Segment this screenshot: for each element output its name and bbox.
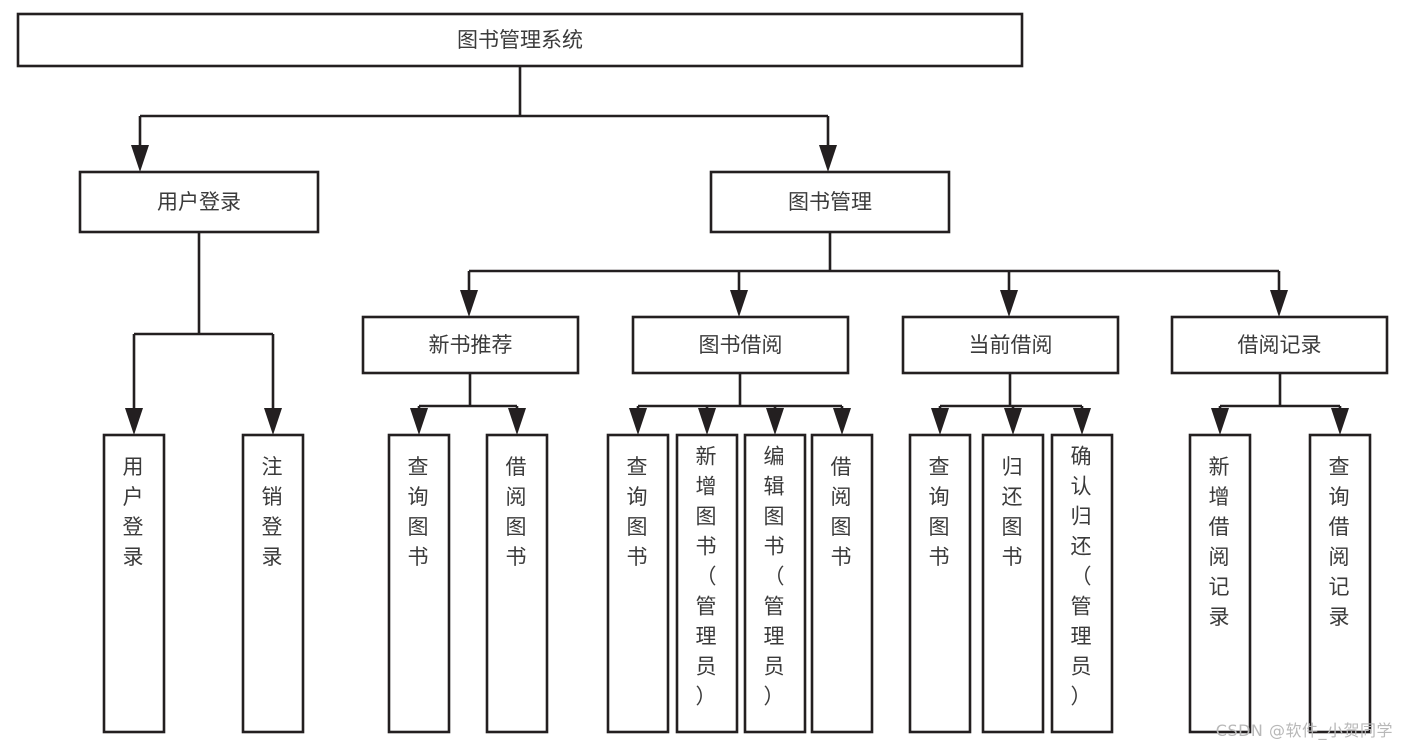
node-label-book-management: 图书管理 [788,190,872,214]
node-label-user-login: 用户登录 [157,190,241,214]
node-br-add-record[interactable]: 新增借阅记录 [1188,433,1252,734]
arrow-head-icon [1000,290,1018,317]
node-box-cb-query-book[interactable] [908,433,972,734]
node-box-cb-confirm-return[interactable] [1050,433,1114,734]
node-bb-borrow-book[interactable]: 借阅图书 [810,433,874,734]
node-cb-return-book[interactable]: 归还图书 [981,433,1045,734]
arrow-head-icon [629,408,647,435]
node-label-br-add-record: 新增借阅记录 [1209,455,1232,629]
arrow-head-icon [766,408,784,435]
node-label-bb-borrow-book: 借阅图书 [831,455,854,569]
node-label-nbr-borrow-book: 借阅图书 [506,455,529,569]
node-cb-query-book[interactable]: 查询图书 [908,433,972,734]
arrow-head-icon [1331,408,1349,435]
node-box-br-query-record[interactable] [1308,433,1372,734]
node-user-login[interactable]: 用户登录 [78,170,320,234]
node-label-bb-query-book: 查询图书 [627,455,650,569]
node-box-nbr-borrow-book[interactable] [485,433,549,734]
arrow-head-icon [125,408,143,435]
arrow-head-icon [1004,408,1022,435]
node-box-current-borrow[interactable] [901,315,1120,375]
node-label-new-book-recommend: 新书推荐 [429,333,513,357]
node-cb-confirm-return[interactable]: 确认归还（管理员） [1050,433,1114,734]
arrow-head-icon [1270,290,1288,317]
arrow-head-icon [819,145,837,172]
node-box-bb-edit-book[interactable] [743,433,807,734]
node-borrow-records[interactable]: 借阅记录 [1170,315,1389,375]
node-box-bb-borrow-book[interactable] [810,433,874,734]
node-label-book-borrow: 图书借阅 [699,333,783,357]
node-br-query-record[interactable]: 查询借阅记录 [1308,433,1372,734]
node-label-bb-add-book: 新增图书（管理员） [696,445,719,709]
node-box-borrow-records[interactable] [1170,315,1389,375]
node-box-user-logout-leaf[interactable] [241,433,305,734]
node-label-root: 图书管理系统 [457,28,583,52]
node-label-user-login-leaf: 用户登录 [123,455,146,569]
node-nbr-query-book[interactable]: 查询图书 [387,433,451,734]
node-box-br-add-record[interactable] [1188,433,1252,734]
node-label-user-logout-leaf: 注销登录 [262,455,285,569]
arrow-head-icon [1211,408,1229,435]
node-book-borrow[interactable]: 图书借阅 [631,315,850,375]
arrow-head-icon [1073,408,1091,435]
node-bb-add-book[interactable]: 新增图书（管理员） [675,433,739,734]
connector-layer [125,66,1349,435]
node-label-nbr-query-book: 查询图书 [408,455,431,569]
node-current-borrow[interactable]: 当前借阅 [901,315,1120,375]
node-bb-query-book[interactable]: 查询图书 [606,433,670,734]
arrow-head-icon [131,145,149,172]
node-bb-edit-book[interactable]: 编辑图书（管理员） [743,433,807,734]
node-box-user-login[interactable] [78,170,320,234]
arrow-head-icon [730,290,748,317]
node-layer: 图书管理系统用户登录用户登录注销登录图书管理新书推荐查询图书借阅图书图书借阅查询… [16,12,1389,734]
node-label-borrow-records: 借阅记录 [1238,333,1322,357]
arrow-head-icon [833,408,851,435]
node-label-cb-confirm-return: 确认归还（管理员） [1071,445,1094,709]
arrow-head-icon [264,408,282,435]
node-box-bb-add-book[interactable] [675,433,739,734]
node-box-user-login-leaf[interactable] [102,433,166,734]
node-new-book-recommend[interactable]: 新书推荐 [361,315,580,375]
node-box-new-book-recommend[interactable] [361,315,580,375]
node-label-current-borrow: 当前借阅 [969,333,1053,357]
arrow-head-icon [698,408,716,435]
arrow-head-icon [410,408,428,435]
node-box-root[interactable] [16,12,1024,68]
node-box-book-borrow[interactable] [631,315,850,375]
node-label-br-query-record: 查询借阅记录 [1329,455,1352,629]
arrow-head-icon [460,290,478,317]
node-label-bb-edit-book: 编辑图书（管理员） [764,445,787,709]
node-box-book-management[interactable] [709,170,951,234]
node-user-logout-leaf[interactable]: 注销登录 [241,433,305,734]
node-label-cb-query-book: 查询图书 [929,455,952,569]
node-box-nbr-query-book[interactable] [387,433,451,734]
node-book-management[interactable]: 图书管理 [709,170,951,234]
node-user-login-leaf[interactable]: 用户登录 [102,433,166,734]
node-box-bb-query-book[interactable] [606,433,670,734]
node-nbr-borrow-book[interactable]: 借阅图书 [485,433,549,734]
node-root[interactable]: 图书管理系统 [16,12,1024,68]
arrow-head-icon [931,408,949,435]
arrow-head-icon [508,408,526,435]
node-label-cb-return-book: 归还图书 [1002,455,1025,569]
node-box-cb-return-book[interactable] [981,433,1045,734]
